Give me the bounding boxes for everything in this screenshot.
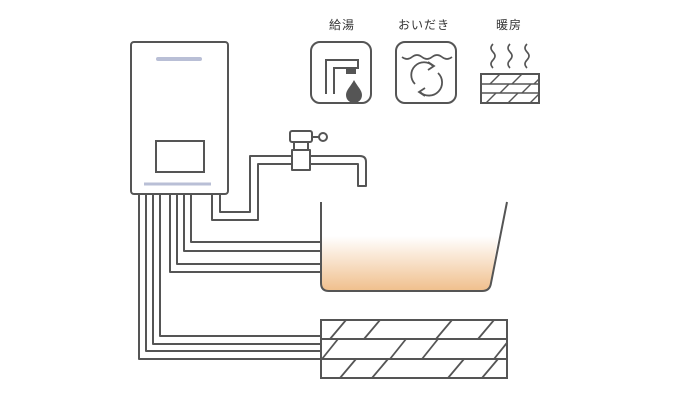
reheat-icon-frame (395, 41, 457, 104)
bath-water (321, 236, 498, 291)
circulate-arrow-2-head (417, 87, 426, 97)
water-heater-unit (130, 41, 229, 195)
heating-label: 暖房 (495, 18, 522, 32)
circulate-arrow-1-head (427, 61, 436, 71)
faucet-drop-icon (310, 41, 372, 104)
faucet-knob (318, 132, 328, 142)
heater-body (130, 41, 229, 195)
pipes (138, 155, 321, 360)
water-wave (401, 54, 453, 60)
heater-vent-bar (156, 57, 202, 61)
water-drop (346, 80, 362, 103)
circulate-arrow-1 (410, 61, 434, 85)
reheat-label: おいだき (397, 18, 450, 32)
floor-pipe-3 (145, 194, 321, 352)
bath-outline (320, 201, 508, 292)
circulate-arrow-2 (419, 72, 443, 97)
hot-water-label: 給湯 (328, 18, 355, 32)
bathtub (320, 201, 508, 292)
hot-water-icon-frame (310, 41, 372, 104)
bath-pipe-4 (169, 194, 321, 273)
heater-control-panel (155, 140, 205, 173)
faucet-spout (309, 155, 367, 187)
bath-pipe-2 (183, 194, 321, 252)
bath-pipe-1 (190, 194, 321, 243)
heat-wave-3 (524, 43, 530, 69)
floor-panel-frame (320, 319, 508, 379)
floor-heating-panel (320, 319, 508, 379)
faucet-stem (293, 141, 309, 151)
heating-floor-frame (480, 73, 540, 104)
faucet-supply-pipe-inner (219, 155, 292, 213)
faucet (289, 130, 367, 187)
heat-wave-1 (490, 43, 496, 69)
faucet-supply-pipe-outer (211, 163, 292, 221)
faucet-handle-top (289, 130, 313, 143)
floor-pipe-1 (159, 194, 321, 337)
faucet-tip (346, 67, 356, 74)
floor-pipe-4 (138, 194, 321, 360)
faucet-valve-body (291, 149, 311, 171)
floor-heat-icon (480, 43, 540, 104)
floor-pipe-2 (152, 194, 321, 345)
faucet-shape (325, 59, 359, 94)
bath-pipe-3 (176, 194, 321, 265)
bath-circulate-icon (395, 41, 457, 104)
heat-wave-2 (507, 43, 513, 69)
